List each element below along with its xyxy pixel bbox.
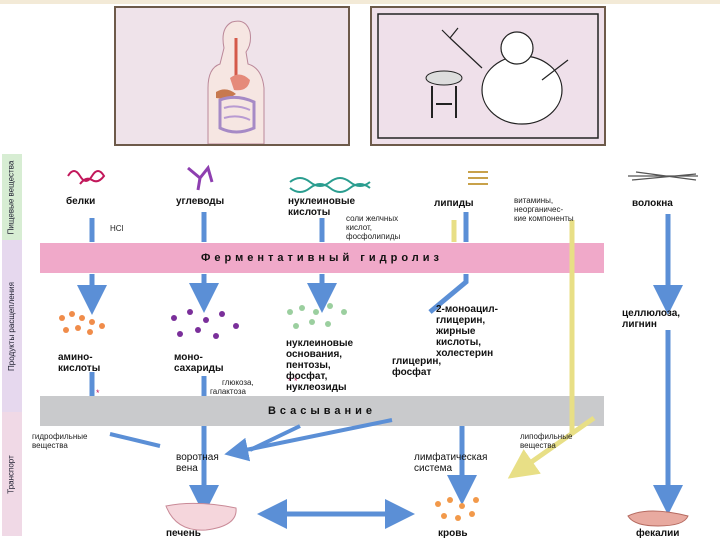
- side-strip-transport: [2, 412, 22, 536]
- label-monoacyl-line5: холестерин: [436, 348, 494, 359]
- svg-text:* *: * *: [288, 376, 298, 386]
- label-blood: кровь: [438, 528, 468, 539]
- label-nucleic-line1: нуклеиновые: [288, 196, 356, 207]
- carbohydrate-icon: [187, 164, 214, 191]
- protein-icon: [67, 170, 106, 185]
- anatomy-illustration-frame: [114, 6, 350, 146]
- label-monoacyl-line1: 2-моноацил-: [436, 304, 498, 315]
- label-amino-line2: кислоты: [58, 363, 101, 374]
- human-digestive-system-icon: [207, 20, 265, 145]
- label-glycerol-line2: фосфат: [392, 367, 432, 378]
- label-monoacyl-line2: глицерин,: [436, 315, 486, 326]
- label-lipophilic-line1: липофильные: [520, 432, 573, 441]
- rat-eating-icon: [377, 13, 599, 139]
- label-vitamins-line2: неорганичес-: [514, 205, 564, 214]
- label-monoacyl-line3: жирные: [436, 326, 476, 337]
- label-lymph-line2: система: [414, 463, 453, 474]
- label-monoacyl-line4: кислоты,: [436, 337, 482, 348]
- label-bile-line3: фосфолипиды: [346, 232, 401, 241]
- label-lipids: липиды: [434, 198, 474, 209]
- label-glucose-line1: глюкоза,: [222, 378, 254, 387]
- side-strip-products: [2, 240, 22, 412]
- top-border: [0, 0, 720, 4]
- label-amino-line1: амино-: [58, 352, 93, 363]
- label-hydrophilic-line2: вещества: [32, 441, 68, 450]
- svg-text:*: *: [96, 388, 100, 398]
- label-proteins: белки: [66, 196, 96, 207]
- label-nucleo-line3: пентозы,: [286, 360, 331, 371]
- absorption-band: Всасывание: [40, 396, 604, 426]
- label-mono-line1: моно-: [174, 352, 203, 363]
- label-fibers: волокна: [632, 198, 673, 209]
- label-nucleo-line1: нуклеиновые: [286, 338, 354, 349]
- label-glycerol-line1: глицерин,: [392, 356, 442, 367]
- label-bile-line1: соли желчных: [346, 214, 399, 223]
- hydrolysis-band: Ферментативный гидролиз: [40, 243, 604, 273]
- label-bile-line2: кислот,: [346, 223, 372, 232]
- label-cellulose-line2: лигнин: [622, 319, 657, 330]
- label-nucleo-line2: основания,: [286, 349, 343, 360]
- label-cellulose-line1: целлюлоза,: [622, 308, 681, 319]
- side-strip-food: [2, 154, 22, 240]
- label-mono-line2: сахариды: [174, 363, 224, 374]
- label-carbohydrates: углеводы: [176, 196, 225, 207]
- label-nucleo-line4: фосфат,: [286, 371, 328, 382]
- label-hcl: HCl: [110, 224, 124, 233]
- label-lipophilic-line2: вещества: [520, 441, 556, 450]
- label-glucose-line2: галактоза: [210, 387, 246, 396]
- label-lymph-line1: лимфатическая: [414, 452, 488, 463]
- label-portal-line2: вена: [176, 463, 198, 474]
- label-liver: печень: [166, 528, 201, 539]
- label-vitamins-line3: кие компоненты: [514, 214, 574, 223]
- label-nucleic-line2: кислоты: [288, 207, 331, 218]
- label-feces: фекалии: [636, 528, 680, 539]
- label-hydrophilic-line1: гидрофильные: [32, 432, 88, 441]
- label-portal-line1: воротная: [176, 452, 219, 463]
- rat-illustration-frame: [370, 6, 606, 146]
- label-vitamins-line1: витамины,: [514, 196, 554, 205]
- label-nucleo-line5: нуклеозиды: [286, 382, 347, 393]
